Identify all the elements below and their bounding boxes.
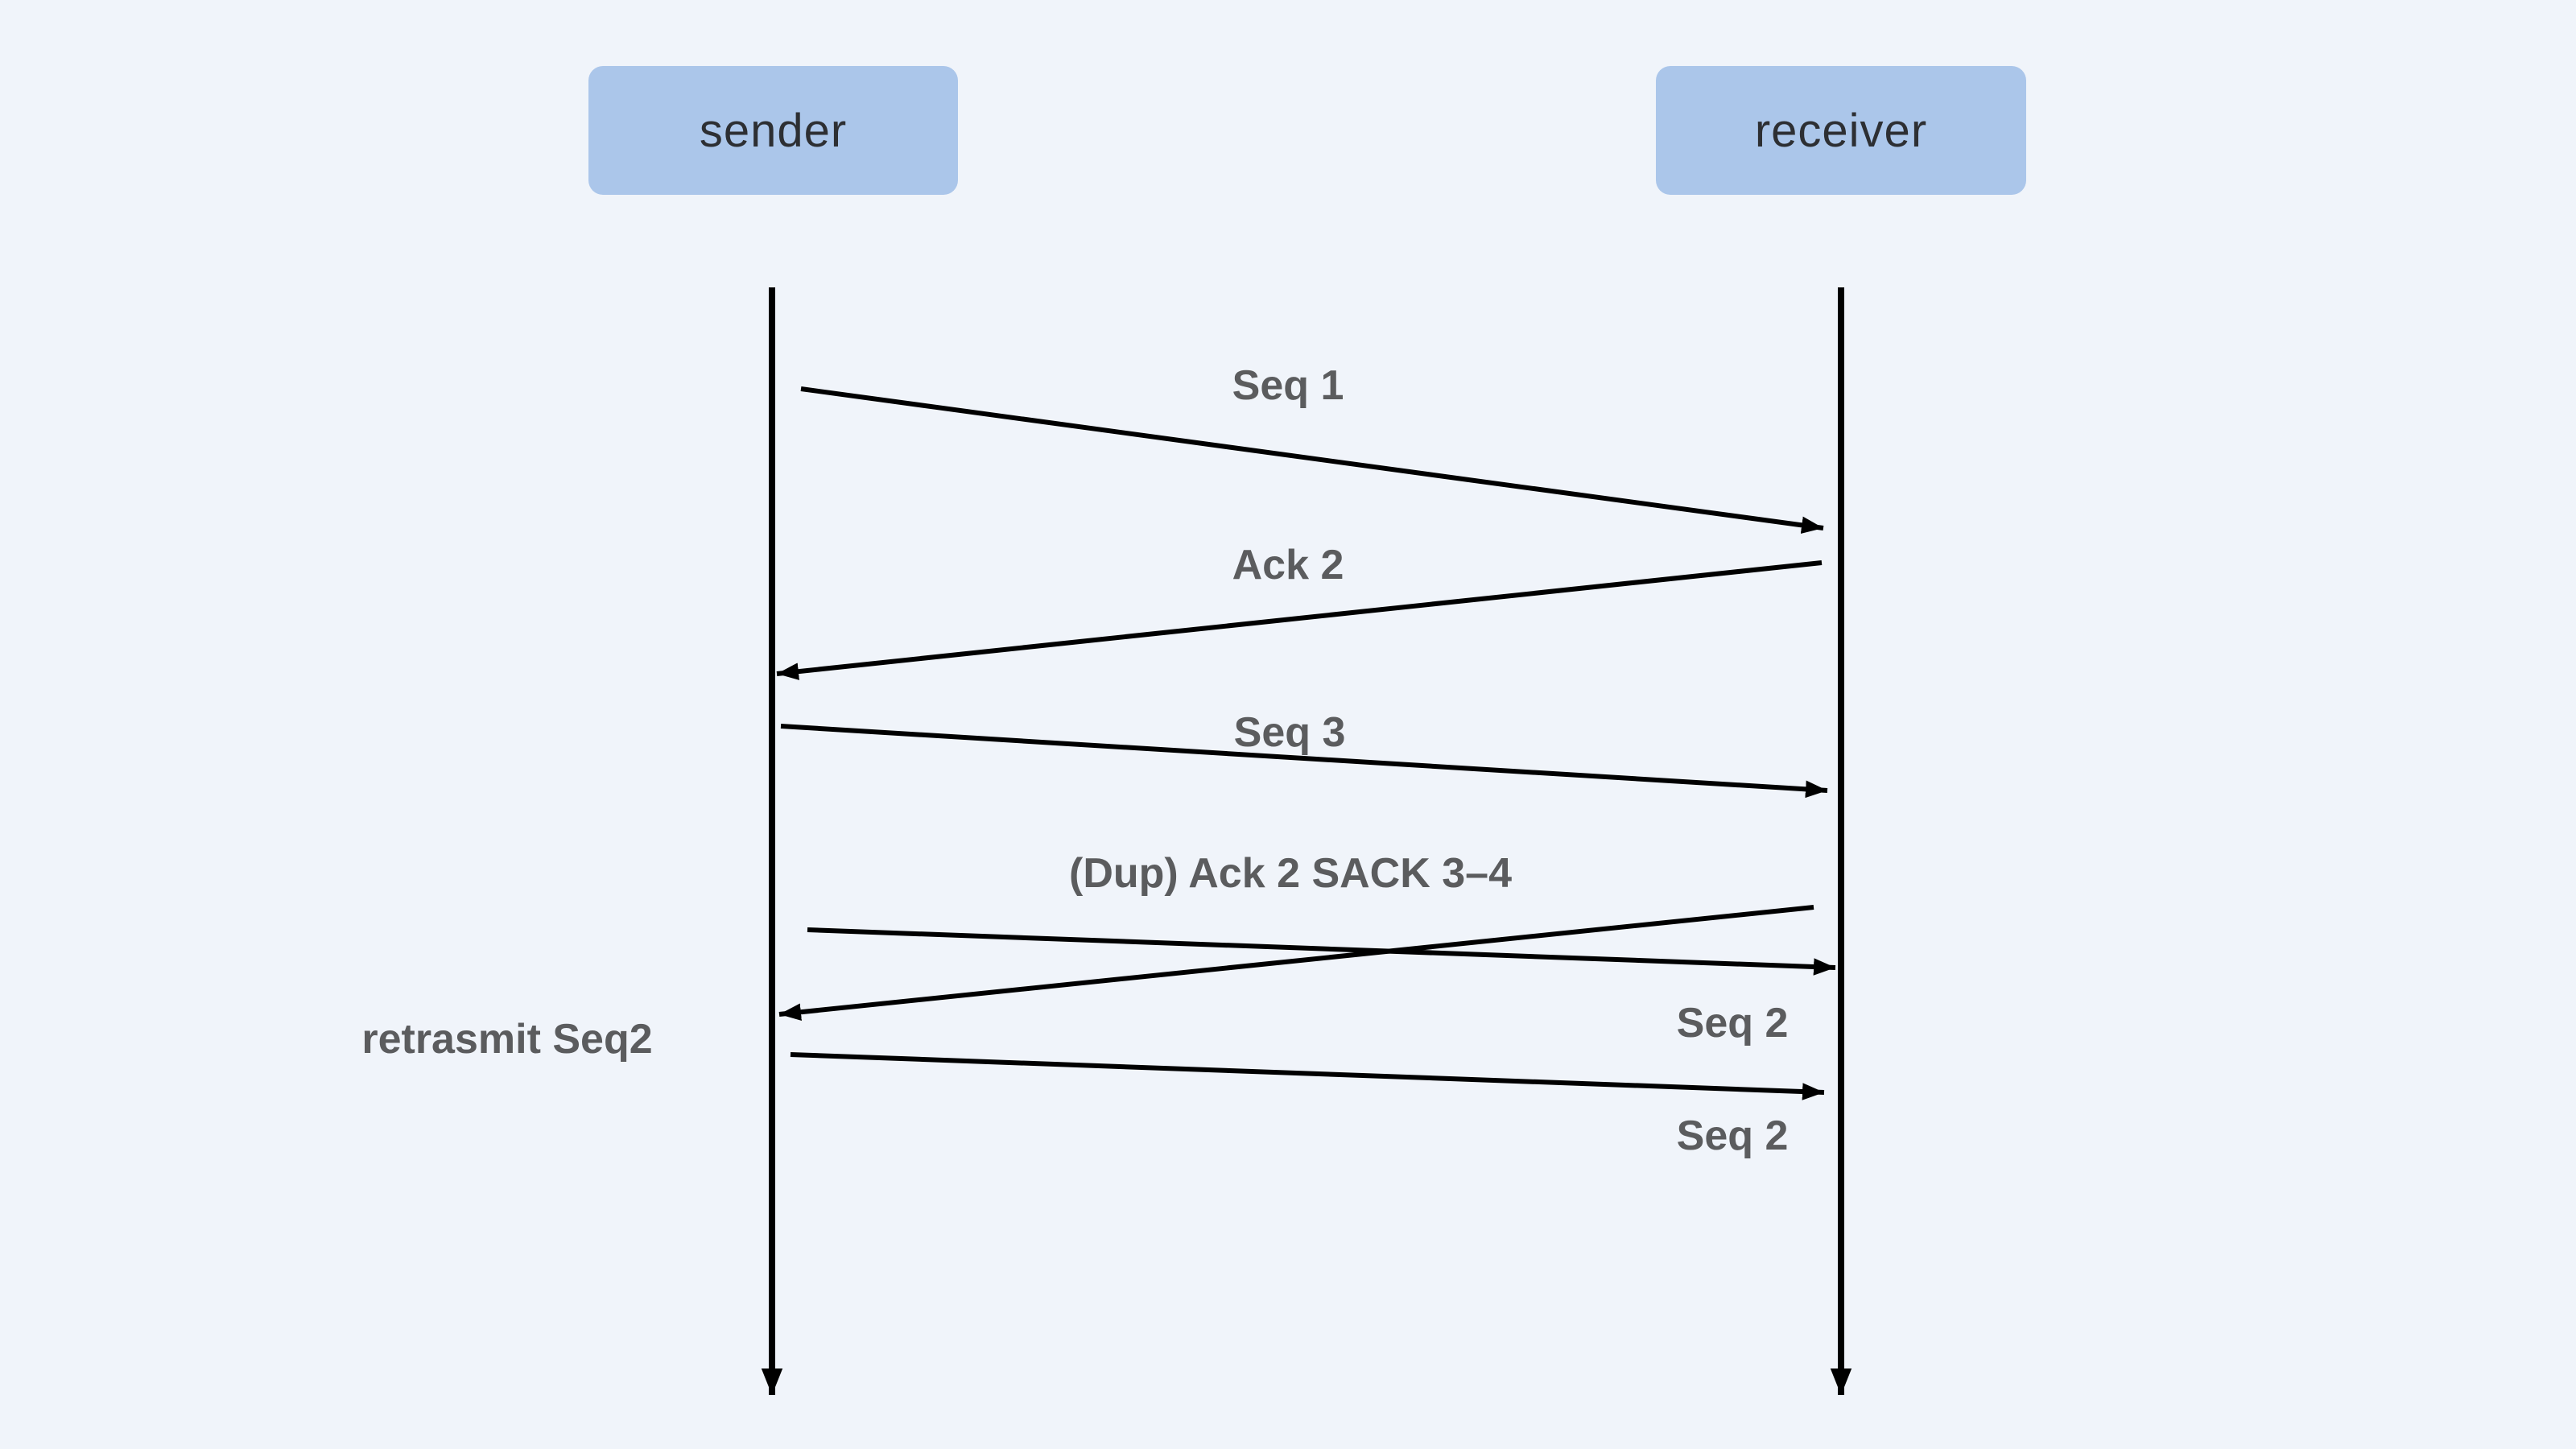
seq2-first-arrow xyxy=(807,927,1836,976)
message-label-dup-ack2-sack: (Dup) Ack 2 SACK 3–4 xyxy=(1069,850,1512,897)
message-label-seq1: Seq 1 xyxy=(1232,362,1344,409)
entity-label-receiver: receiver xyxy=(1754,104,1928,157)
entity-box-sender: sender xyxy=(588,66,958,195)
message-label-ack2: Ack 2 xyxy=(1232,542,1344,588)
dup-ack2-sack-arrow xyxy=(778,905,1814,1021)
message-label-seq2-first: Seq 2 xyxy=(1676,1000,1789,1046)
ack2-arrow xyxy=(776,560,1823,680)
seq3-arrow xyxy=(780,724,1828,799)
message-label-seq2-retransmit: Seq 2 xyxy=(1676,1113,1789,1159)
entity-box-receiver: receiver xyxy=(1656,66,2026,195)
annotation-retransmit-note: retrasmit Seq2 xyxy=(361,1016,653,1063)
message-label-seq3: Seq 3 xyxy=(1233,709,1346,756)
seq2-retransmit-arrow xyxy=(790,1052,1825,1100)
seq1-arrow xyxy=(800,386,1824,535)
entity-label-sender: sender xyxy=(699,104,848,157)
